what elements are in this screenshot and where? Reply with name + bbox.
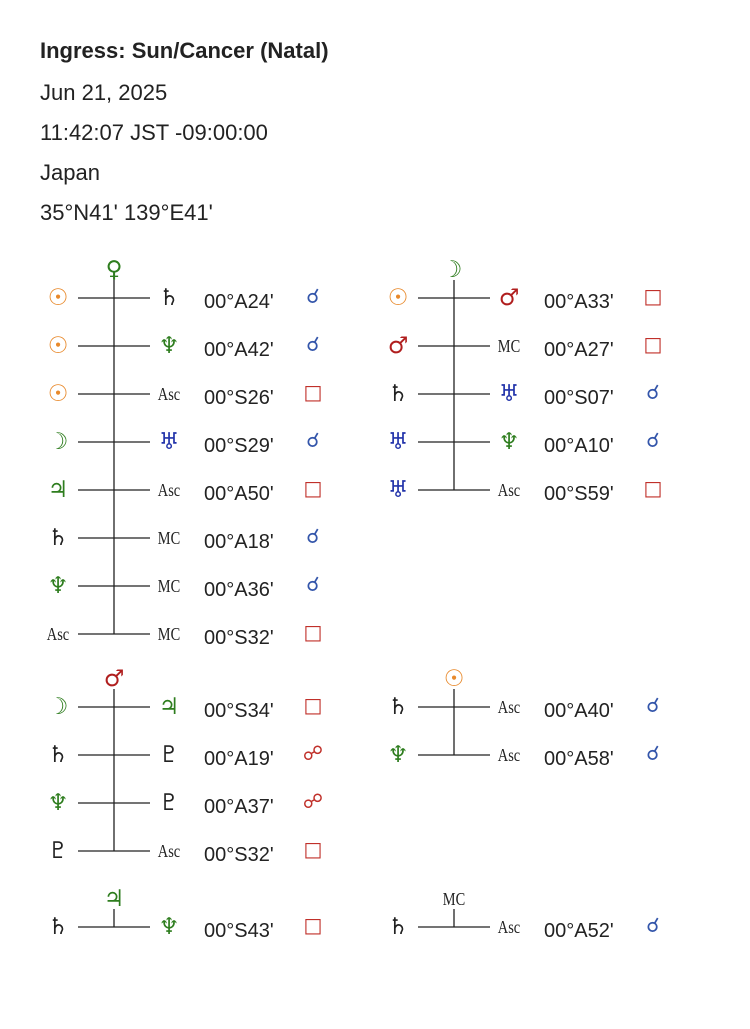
square-icon: □ (304, 380, 323, 404)
sun-icon: ☉ (48, 381, 69, 407)
sun-icon: ☉ (48, 333, 69, 359)
neptune-icon: ♆ (48, 573, 69, 599)
opposition-icon: ☍ (303, 741, 323, 765)
uranus-icon: ♅ (499, 381, 520, 407)
conjunction-icon: ☌ (646, 380, 659, 404)
mc-icon: MC (158, 576, 180, 597)
saturn-icon: ♄ (388, 694, 409, 720)
opposition-icon: ☍ (303, 789, 323, 813)
pluto-icon: ♇ (159, 790, 180, 816)
midpoint-position: 00°A58' (544, 748, 614, 770)
midpoint-position: 00°A40' (544, 700, 614, 722)
conjunction-icon: ☌ (306, 332, 319, 356)
neptune-icon: ♆ (159, 914, 180, 940)
square-icon: □ (304, 913, 323, 937)
midpoint-position: 00°S26' (204, 387, 274, 409)
asc-icon: Asc (498, 697, 520, 718)
focal-mars-icon: ♂ (104, 666, 125, 692)
midpoint-position: 00°A36' (204, 579, 274, 601)
saturn-icon: ♄ (159, 285, 180, 311)
focal-sun-icon: ☉ (444, 666, 465, 692)
focal-venus-icon: ♀ (106, 257, 123, 283)
neptune-icon: ♆ (499, 429, 520, 455)
midpoint-position: 00°A10' (544, 435, 614, 457)
midpoint-position: 00°A37' (204, 796, 274, 818)
pluto-icon: ♇ (48, 838, 69, 864)
square-icon: □ (304, 837, 323, 861)
pluto-icon: ♇ (159, 742, 180, 768)
neptune-icon: ♆ (159, 333, 180, 359)
midpoint-position: 00°A42' (204, 339, 274, 361)
midpoint-position: 00°S59' (544, 483, 614, 505)
focal-jupiter-icon: ♃ (104, 886, 125, 912)
asc-icon: Asc (158, 384, 180, 405)
asc-icon: Asc (158, 841, 180, 862)
asc-icon: Asc (158, 480, 180, 501)
jupiter-icon: ♃ (159, 694, 180, 720)
mc-icon: MC (158, 528, 180, 549)
uranus-icon: ♅ (159, 429, 180, 455)
moon-icon: ☽ (48, 429, 69, 455)
saturn-icon: ♄ (48, 914, 69, 940)
saturn-icon: ♄ (48, 742, 69, 768)
chart-time: 11:42:07 JST -09:00:00 (40, 120, 268, 145)
sun-icon: ☉ (48, 285, 69, 311)
mars-icon: ♂ (499, 285, 520, 311)
midpoint-position: 00°A33' (544, 291, 614, 313)
focal-moon-icon: ☽ (442, 257, 463, 283)
mc-icon: MC (498, 336, 520, 357)
midpoint-position: 00°A52' (544, 920, 614, 942)
midpoint-position: 00°A27' (544, 339, 614, 361)
square-icon: □ (304, 476, 323, 500)
chart-title: Ingress: Sun/Cancer (Natal) (40, 38, 329, 63)
square-icon: □ (644, 332, 663, 356)
asc-icon: Asc (47, 624, 69, 645)
conjunction-icon: ☌ (306, 572, 319, 596)
conjunction-icon: ☌ (306, 428, 319, 452)
jupiter-icon: ♃ (48, 477, 69, 503)
conjunction-icon: ☌ (646, 428, 659, 452)
chart-coordinates: 35°N41' 139°E41' (40, 200, 213, 225)
neptune-icon: ♆ (388, 742, 409, 768)
midpoint-position: 00°S32' (204, 627, 274, 649)
midpoint-position: 00°S32' (204, 844, 274, 866)
sun-icon: ☉ (388, 285, 409, 311)
saturn-icon: ♄ (388, 381, 409, 407)
neptune-icon: ♆ (48, 790, 69, 816)
midpoint-position: 00°A19' (204, 748, 274, 770)
saturn-icon: ♄ (388, 914, 409, 940)
conjunction-icon: ☌ (646, 693, 659, 717)
conjunction-icon: ☌ (306, 284, 319, 308)
asc-icon: Asc (498, 480, 520, 501)
midpoint-position: 00°S07' (544, 387, 614, 409)
mars-icon: ♂ (388, 333, 409, 359)
conjunction-icon: ☌ (646, 913, 659, 937)
mc-icon: MC (158, 624, 180, 645)
uranus-icon: ♅ (388, 477, 409, 503)
focal-mc-icon: MC (443, 889, 465, 910)
midpoint-position: 00°A18' (204, 531, 274, 553)
square-icon: □ (304, 693, 323, 717)
square-icon: □ (304, 620, 323, 644)
midpoint-position: 00°S34' (204, 700, 274, 722)
uranus-icon: ♅ (388, 429, 409, 455)
asc-icon: Asc (498, 745, 520, 766)
square-icon: □ (644, 284, 663, 308)
saturn-icon: ♄ (48, 525, 69, 551)
midpoint-position: 00°A24' (204, 291, 274, 313)
conjunction-icon: ☌ (306, 524, 319, 548)
midpoint-position: 00°S43' (204, 920, 274, 942)
square-icon: □ (644, 476, 663, 500)
conjunction-icon: ☌ (646, 741, 659, 765)
chart-date: Jun 21, 2025 (40, 80, 168, 105)
midpoint-position: 00°S29' (204, 435, 274, 457)
asc-icon: Asc (498, 917, 520, 938)
chart-place: Japan (40, 160, 100, 185)
midpoint-position: 00°A50' (204, 483, 274, 505)
moon-icon: ☽ (48, 694, 69, 720)
